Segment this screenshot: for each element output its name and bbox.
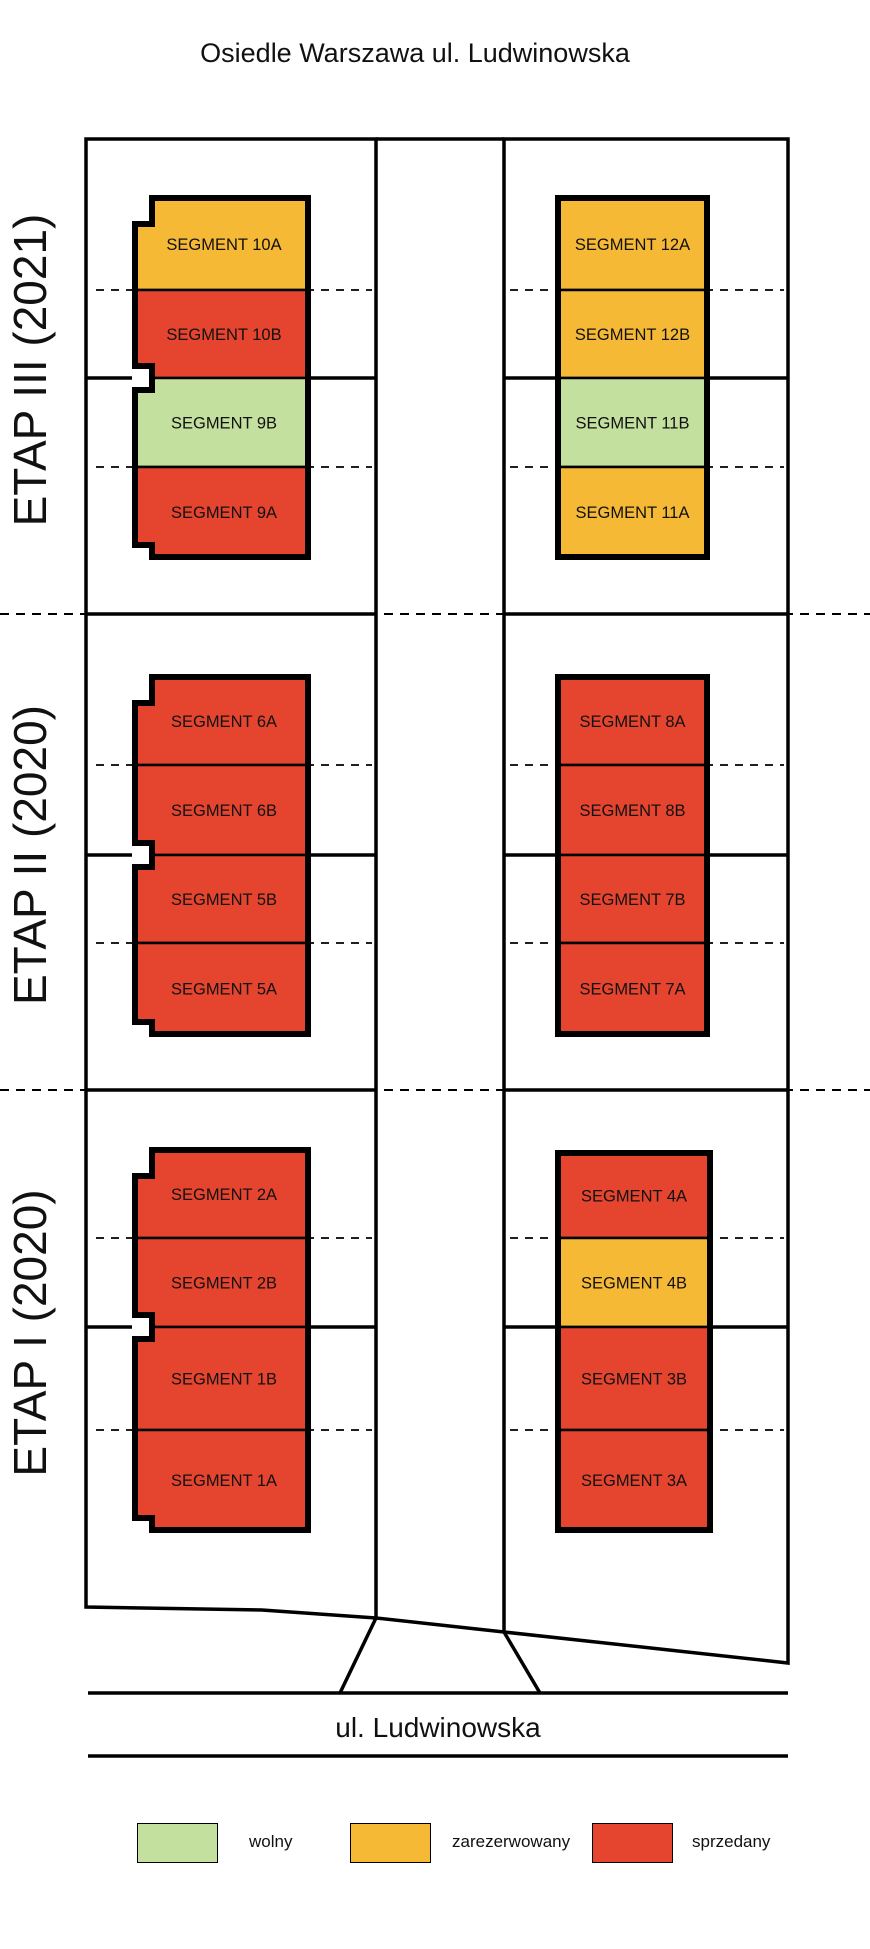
segment-label: SEGMENT 2B: [171, 1275, 277, 1293]
segment-label: SEGMENT 8B: [579, 802, 685, 820]
segment-label: SEGMENT 4A: [581, 1188, 687, 1206]
legend-label-zarezerwowany: zarezerwowany: [452, 1832, 571, 1851]
stage-label-3: ETAP III (2021): [4, 213, 56, 527]
segment-7b[interactable]: SEGMENT 7B: [556, 853, 709, 945]
building-outline: [555, 195, 710, 560]
notch-knockout: [132, 843, 152, 867]
legend-swatch-wolny: [137, 1823, 218, 1863]
segment-9b[interactable]: SEGMENT 9B: [133, 376, 310, 469]
segment-label: SEGMENT 9B: [171, 415, 277, 433]
segment-11b[interactable]: SEGMENT 11B: [556, 376, 709, 469]
building-outline: [132, 1147, 311, 1533]
segment-8a[interactable]: SEGMENT 8A: [556, 675, 709, 767]
segment-label: SEGMENT 9A: [171, 504, 277, 522]
segment-1b[interactable]: SEGMENT 1B: [133, 1325, 310, 1432]
segment-2b[interactable]: SEGMENT 2B: [133, 1236, 310, 1329]
segment-12b[interactable]: SEGMENT 12B: [556, 288, 709, 380]
segment-2a[interactable]: SEGMENT 2A: [133, 1148, 310, 1240]
legend-swatch-zarezerwowany: [350, 1823, 431, 1863]
segment-label: SEGMENT 7A: [579, 981, 685, 999]
segment-11a[interactable]: SEGMENT 11A: [556, 465, 709, 559]
segment-label: SEGMENT 1B: [171, 1371, 277, 1389]
segment-label: SEGMENT 6A: [171, 713, 277, 731]
legend-label-wolny: wolny: [249, 1832, 293, 1851]
segment-10b[interactable]: SEGMENT 10B: [133, 288, 310, 380]
building-outline: [132, 674, 311, 1037]
notch-knockout: [132, 1518, 152, 1534]
segment-3b[interactable]: SEGMENT 3B: [556, 1325, 712, 1432]
building-outline: [555, 1150, 713, 1533]
segment-3a[interactable]: SEGMENT 3A: [556, 1428, 712, 1532]
segment-label: SEGMENT 5A: [171, 981, 277, 999]
segment-label: SEGMENT 11B: [575, 415, 689, 433]
segment-5a[interactable]: SEGMENT 5A: [133, 941, 310, 1036]
segment-label: SEGMENT 12A: [575, 236, 690, 254]
segment-label: SEGMENT 1A: [171, 1472, 277, 1490]
notch-knockout: [132, 1146, 152, 1176]
building-outline: [555, 674, 710, 1037]
page-title: Osiedle Warszawa ul. Ludwinowska: [200, 38, 630, 68]
building-outline: [132, 195, 311, 560]
segment-5b[interactable]: SEGMENT 5B: [133, 853, 310, 945]
segment-4b[interactable]: SEGMENT 4B: [556, 1236, 712, 1329]
segment-label: SEGMENT 8A: [579, 713, 685, 731]
segment-label: SEGMENT 5B: [171, 891, 277, 909]
segment-6b[interactable]: SEGMENT 6B: [133, 763, 310, 857]
segment-9a[interactable]: SEGMENT 9A: [133, 465, 310, 559]
stage-label-2: ETAP II (2020): [4, 705, 56, 1005]
segment-label: SEGMENT 10B: [166, 326, 281, 344]
segment-8b[interactable]: SEGMENT 8B: [556, 763, 709, 857]
notch-knockout: [132, 194, 152, 224]
segment-7a[interactable]: SEGMENT 7A: [556, 941, 709, 1036]
notch-knockout: [132, 673, 152, 703]
notch-knockout: [132, 1315, 152, 1339]
segment-label: SEGMENT 10A: [166, 236, 281, 254]
street-label: ul. Ludwinowska: [335, 1712, 541, 1743]
notch-knockout: [132, 545, 152, 561]
segment-label: SEGMENT 12B: [575, 326, 690, 344]
segment-label: SEGMENT 7B: [579, 891, 685, 909]
segment-4a[interactable]: SEGMENT 4A: [556, 1151, 712, 1240]
notch-knockout: [132, 366, 152, 390]
segment-label: SEGMENT 4B: [581, 1275, 687, 1293]
segment-label: SEGMENT 3B: [581, 1371, 687, 1389]
stage-label-1: ETAP I (2020): [4, 1189, 56, 1477]
legend-swatch-sprzedany: [592, 1823, 673, 1863]
segment-label: SEGMENT 11A: [575, 504, 689, 522]
notch-knockout: [132, 1022, 152, 1038]
legend-label-sprzedany: sprzedany: [692, 1832, 771, 1851]
segment-1a[interactable]: SEGMENT 1A: [133, 1428, 310, 1532]
segment-label: SEGMENT 2A: [171, 1186, 277, 1204]
segment-label: SEGMENT 3A: [581, 1472, 687, 1490]
segment-6a[interactable]: SEGMENT 6A: [133, 675, 310, 767]
segment-10a[interactable]: SEGMENT 10A: [133, 196, 310, 292]
segment-label: SEGMENT 6B: [171, 802, 277, 820]
segment-12a[interactable]: SEGMENT 12A: [556, 196, 709, 292]
